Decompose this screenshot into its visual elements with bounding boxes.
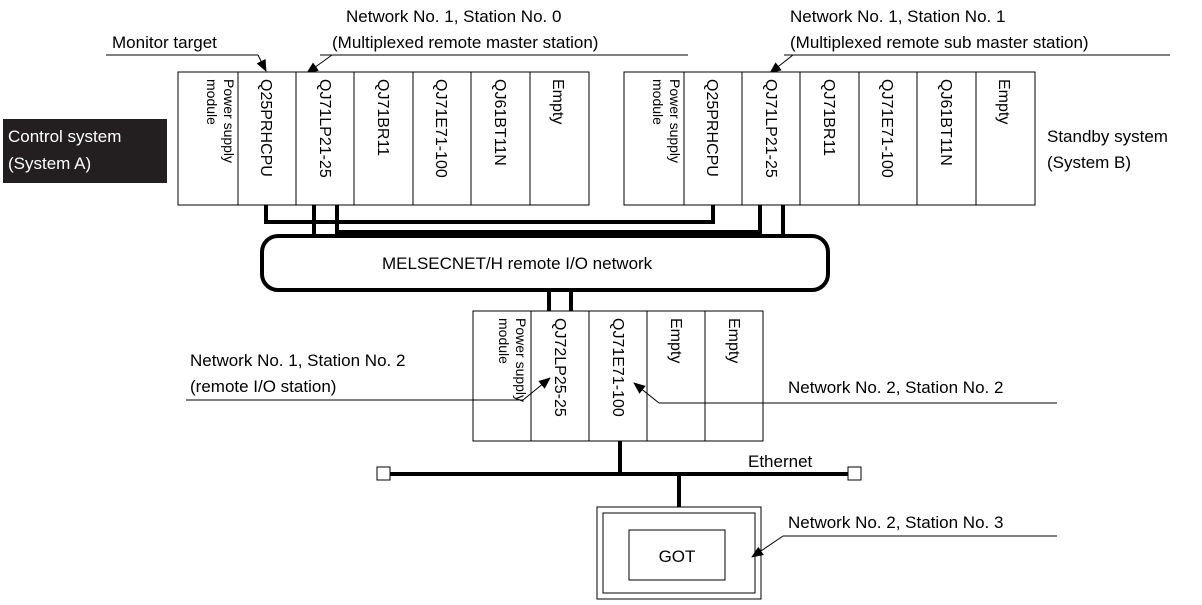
rack-a-slot-cclink: QJ61BT11N bbox=[491, 79, 508, 166]
control-system-label: Control system bbox=[8, 127, 121, 146]
net1-station1-arrow bbox=[769, 54, 794, 74]
net1-station1-label: Network No. 1, Station No. 1 bbox=[790, 7, 1005, 26]
net2-station3-arrow bbox=[751, 535, 784, 558]
got-label: GOT bbox=[659, 547, 696, 566]
rack-b-slot-cpu: Q25PRHCPU bbox=[703, 79, 720, 177]
rack-b-power-line1: Power supply bbox=[667, 79, 683, 163]
rack-c-slot-ethernet: QJ71E71-100 bbox=[609, 318, 626, 417]
net2-station2-arrow bbox=[633, 382, 660, 404]
net2-station3-label: Network No. 2, Station No. 3 bbox=[788, 513, 1003, 532]
rack-system-a: Power supply module Q25PRHCPU QJ71LP21-2… bbox=[177, 71, 590, 206]
rack-remote-io-station: Power supply module QJ72LP25-25 QJ71E71-… bbox=[472, 310, 764, 442]
net1-station2-label: Network No. 1, Station No. 2 bbox=[190, 351, 405, 370]
rack-b-slot-br11: QJ71BR11 bbox=[820, 79, 837, 156]
standby-system-label: Standby system bbox=[1047, 127, 1168, 146]
rack-a-power-line1: Power supply bbox=[221, 79, 237, 163]
rack-c-power-line1: Power supply bbox=[513, 318, 529, 402]
rack-b-slot-cclink: QJ61BT11N bbox=[937, 79, 954, 166]
rack-a-slot-ethernet: QJ71E71-100 bbox=[432, 79, 449, 178]
ethernet-terminator-right bbox=[847, 466, 862, 481]
control-system-badge bbox=[3, 119, 167, 183]
remote-io-network-loop bbox=[260, 234, 830, 292]
rack-b-slot-empty: Empty bbox=[995, 79, 1012, 124]
ethernet-terminator-left bbox=[376, 466, 391, 481]
remote-io-network-label: MELSECNET/H remote I/O network bbox=[382, 254, 653, 273]
standby-system-sublabel: (System B) bbox=[1047, 153, 1131, 172]
rack-b-power-line2: module bbox=[650, 79, 666, 125]
net1-station2-desc: (remote I/O station) bbox=[190, 377, 336, 396]
net1-station0-arrow bbox=[306, 54, 333, 74]
net1-station0-desc: (Multiplexed remote master station) bbox=[332, 33, 598, 52]
ethernet-label: Ethernet bbox=[748, 452, 813, 471]
rack-c-slot-empty-1: Empty bbox=[667, 318, 684, 363]
rack-system-b: Power supply module Q25PRHCPU QJ71LP21-2… bbox=[623, 71, 1036, 206]
monitor-target-arrow bbox=[256, 54, 267, 72]
rack-a-slot-br11: QJ71BR11 bbox=[374, 79, 391, 156]
got-terminal: GOT bbox=[596, 506, 762, 600]
net1-station2-arrow bbox=[522, 377, 551, 401]
net1-station0-label: Network No. 1, Station No. 0 bbox=[346, 7, 561, 26]
inter-rack-cabling bbox=[264, 205, 785, 235]
rack-a-slot-network: QJ71LP21-25 bbox=[316, 79, 333, 178]
rack-a-slot-empty: Empty bbox=[549, 79, 566, 124]
rack-c-power-line2: module bbox=[496, 318, 512, 364]
monitor-target-label: Monitor target bbox=[112, 33, 217, 52]
rack-a-power-line2: module bbox=[204, 79, 220, 125]
rack-c-slot-empty-2: Empty bbox=[725, 318, 742, 363]
net1-station1-desc: (Multiplexed remote sub master station) bbox=[790, 33, 1089, 52]
control-system-sublabel: (System A) bbox=[8, 154, 91, 173]
rack-b-slot-network: QJ71LP21-25 bbox=[762, 79, 779, 178]
rack-b-slot-ethernet: QJ71E71-100 bbox=[878, 79, 895, 178]
rack-a-slot-cpu: Q25PRHCPU bbox=[257, 79, 274, 177]
net2-station2-label: Network No. 2, Station No. 2 bbox=[788, 378, 1003, 397]
rack-c-slot-remote-io: QJ72LP25-25 bbox=[551, 318, 568, 417]
